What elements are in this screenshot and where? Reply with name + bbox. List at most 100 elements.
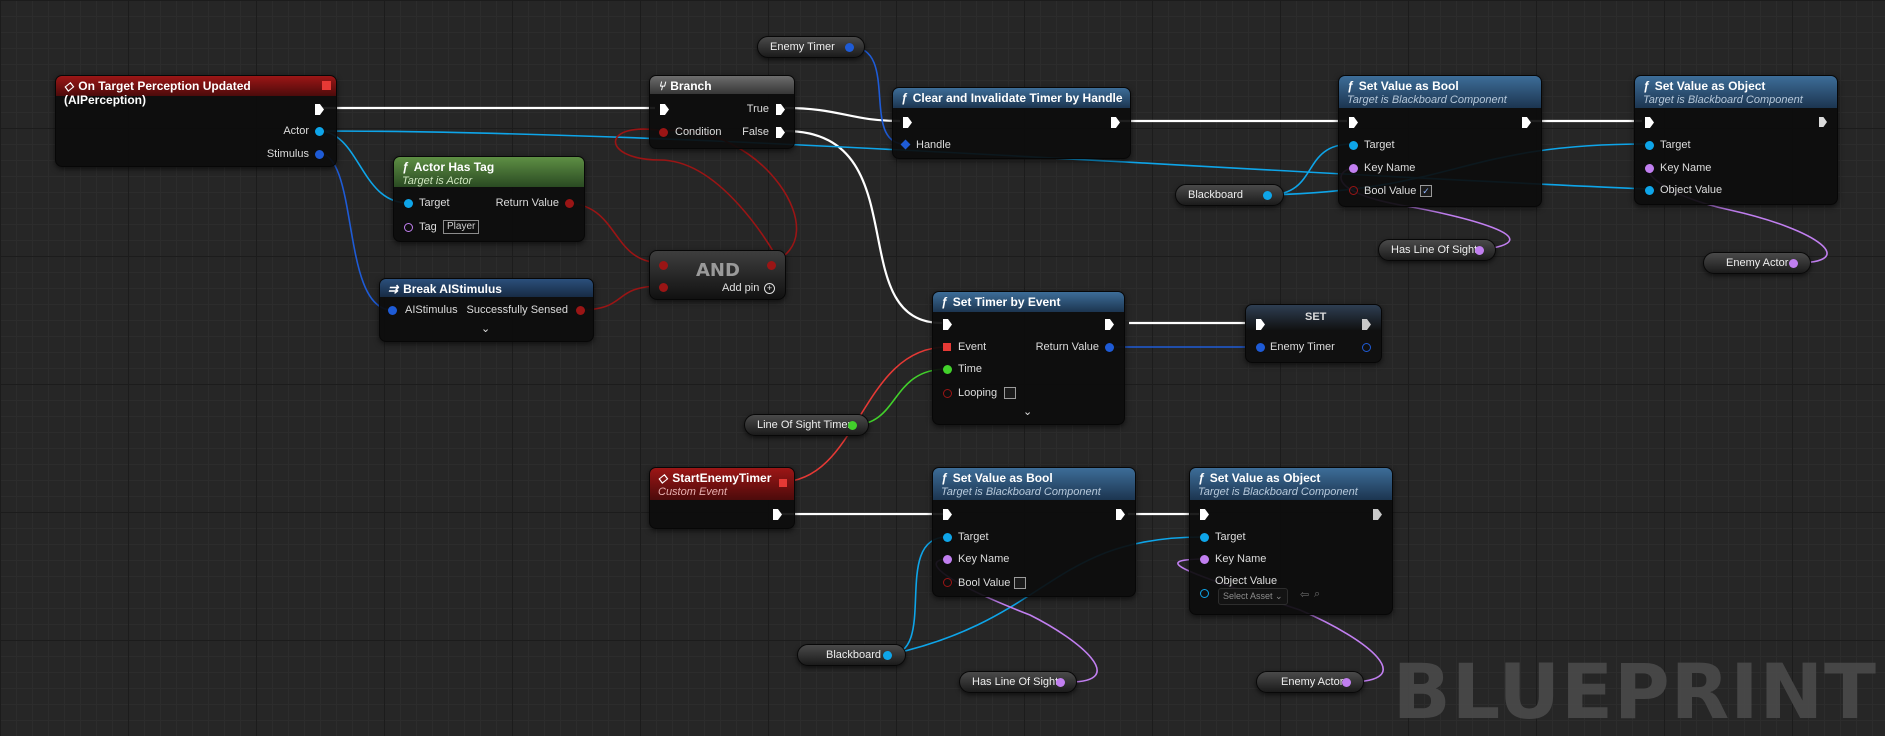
- object-value-pin[interactable]: [1200, 589, 1209, 598]
- var-line-of-sight-timer[interactable]: Line Of Sight Timer: [744, 414, 869, 436]
- return-value-pin[interactable]: [1105, 343, 1114, 352]
- successfully-sensed-pin[interactable]: [576, 306, 585, 315]
- exec-out-pin[interactable]: [1362, 319, 1371, 330]
- exec-in-pin[interactable]: [943, 319, 952, 330]
- use-selected-arrow-icon[interactable]: ⇦: [1300, 589, 1310, 601]
- true-exec-pin[interactable]: [776, 104, 785, 115]
- enemy-actor-top-pin[interactable]: [1789, 259, 1798, 268]
- select-asset-dropdown[interactable]: Select Asset ⌄: [1218, 588, 1288, 605]
- key-name-pin[interactable]: [943, 555, 952, 564]
- var-enemy-timer[interactable]: Enemy Timer: [757, 36, 865, 58]
- looping-pin[interactable]: [943, 389, 952, 398]
- tag-pin[interactable]: [404, 223, 413, 232]
- node-subtitle: Target is Blackboard Component: [1347, 94, 1507, 106]
- add-pin-plus-icon[interactable]: +: [764, 283, 775, 294]
- delegate-pin[interactable]: [322, 81, 331, 90]
- exec-in-pin[interactable]: [943, 509, 952, 520]
- var-blackboard-top[interactable]: Blackboard: [1175, 184, 1284, 206]
- bool-value-pin[interactable]: [1349, 186, 1358, 195]
- false-exec-pin[interactable]: [776, 127, 785, 138]
- event-node-start-enemy-timer[interactable]: ◇StartEnemyTimer Custom Event: [649, 467, 795, 529]
- var-enemy-actor-bottom[interactable]: Enemy Actor: [1256, 671, 1364, 693]
- function-f-icon: ƒ: [1198, 471, 1205, 485]
- branch-node[interactable]: ⑂Branch True Condition False: [649, 75, 795, 149]
- exec-out-pin[interactable]: [1111, 117, 1120, 128]
- exec-out-pin[interactable]: [773, 509, 782, 520]
- handle-pin[interactable]: [900, 139, 911, 150]
- bool-value-pin[interactable]: [943, 578, 952, 587]
- exec-in-pin[interactable]: [660, 104, 669, 115]
- blackboard-top-pin[interactable]: [1263, 191, 1272, 200]
- and-output-pin[interactable]: [767, 261, 776, 270]
- enemy-actor-bottom-pin[interactable]: [1342, 678, 1351, 687]
- bool-value-checkbox[interactable]: [1014, 577, 1026, 589]
- enemy-timer-label: Enemy Timer: [1270, 341, 1335, 353]
- exec-in-pin[interactable]: [1256, 319, 1265, 330]
- tag-input[interactable]: Player: [443, 220, 480, 234]
- key-name-pin[interactable]: [1349, 164, 1358, 173]
- blackboard-bottom-pin[interactable]: [883, 651, 892, 660]
- enemy-timer-pin[interactable]: [845, 43, 854, 52]
- has-los-top-pin[interactable]: [1475, 246, 1484, 255]
- tag-label: Tag: [419, 221, 437, 233]
- exec-out-pin[interactable]: [1819, 117, 1827, 127]
- break-node-ai-stimulus[interactable]: ⇉Break AIStimulus AIStimulus Successfull…: [379, 278, 594, 342]
- exec-in-pin[interactable]: [1200, 509, 1209, 520]
- var-has-los-top[interactable]: Has Line Of Sight: [1378, 239, 1496, 261]
- target-pin[interactable]: [404, 199, 413, 208]
- browse-search-icon[interactable]: ⌕: [1314, 588, 1321, 600]
- node-header: ◇On Target Perception Updated (AIPercept…: [56, 76, 336, 107]
- target-pin[interactable]: [1200, 533, 1209, 542]
- var-label: Has Line Of Sight: [972, 676, 1059, 688]
- event-delegate-pin[interactable]: [943, 343, 951, 351]
- time-pin[interactable]: [943, 365, 952, 374]
- los-timer-pin[interactable]: [848, 421, 857, 430]
- and-input-a-pin[interactable]: [659, 261, 668, 270]
- stimulus-pin[interactable]: [315, 150, 324, 159]
- exec-in-pin[interactable]: [1645, 117, 1654, 128]
- key-name-pin[interactable]: [1200, 555, 1209, 564]
- var-enemy-actor-top[interactable]: Enemy Actor: [1703, 252, 1811, 274]
- exec-out-pin[interactable]: [1373, 509, 1382, 520]
- exec-in-pin[interactable]: [1349, 117, 1358, 128]
- and-input-b-pin[interactable]: [659, 283, 668, 292]
- return-value-pin[interactable]: [565, 199, 574, 208]
- exec-out-pin[interactable]: [1116, 509, 1125, 520]
- target-pin[interactable]: [1349, 141, 1358, 150]
- expand-chevron-icon[interactable]: ⌄: [1023, 406, 1033, 418]
- set-node-enemy-timer[interactable]: SET Enemy Timer: [1245, 304, 1382, 363]
- object-value-pin[interactable]: [1645, 186, 1654, 195]
- exec-out-pin[interactable]: [1105, 319, 1114, 330]
- looping-checkbox[interactable]: [1004, 387, 1016, 399]
- key-name-label: Key Name: [958, 553, 1010, 565]
- actor-pin[interactable]: [315, 127, 324, 136]
- ai-stimulus-pin[interactable]: [388, 306, 397, 315]
- exec-out-pin[interactable]: [1522, 117, 1531, 128]
- exec-in-pin[interactable]: [903, 117, 912, 128]
- condition-pin[interactable]: [659, 128, 668, 137]
- var-has-los-bottom[interactable]: Has Line Of Sight: [959, 671, 1077, 693]
- event-node-on-target-perception[interactable]: ◇On Target Perception Updated (AIPercept…: [55, 75, 337, 167]
- bool-value-checkbox[interactable]: ✓: [1420, 185, 1432, 197]
- var-blackboard-bottom[interactable]: Blackboard: [797, 644, 906, 666]
- expand-chevron-icon[interactable]: ⌄: [481, 323, 491, 335]
- enemy-timer-in-pin[interactable]: [1256, 343, 1265, 352]
- and-node[interactable]: AND Add pin +: [649, 250, 786, 300]
- target-pin[interactable]: [943, 533, 952, 542]
- exec-out-pin[interactable]: [315, 104, 324, 115]
- key-name-label: Key Name: [1364, 162, 1416, 174]
- target-pin[interactable]: [1645, 141, 1654, 150]
- add-pin-label[interactable]: Add pin: [722, 282, 760, 294]
- has-los-bottom-pin[interactable]: [1056, 678, 1065, 687]
- key-name-pin[interactable]: [1645, 164, 1654, 173]
- enemy-timer-out-pin[interactable]: [1362, 343, 1371, 352]
- delegate-pin[interactable]: [779, 479, 787, 487]
